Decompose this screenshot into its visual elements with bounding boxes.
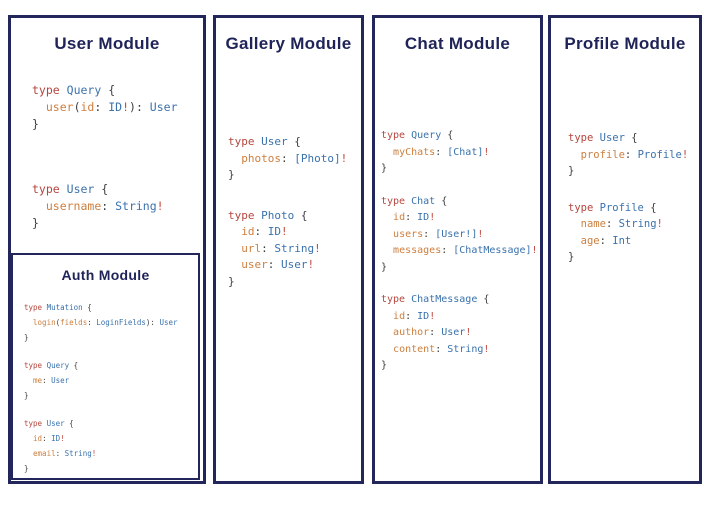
panel-chat-module: Chat Module type Query { myChats: [Chat]… <box>372 15 543 484</box>
code-block: type ChatMessage { id: ID! author: User!… <box>381 294 490 371</box>
panel-auth-module: Auth Module type Mutation { login(fields… <box>11 253 200 480</box>
user-module-schema-code: type Query { user(id: ID!): User } type U… <box>11 82 203 232</box>
gallery-module-schema-code: type User { photos: [Photo]! } type Photo… <box>216 134 361 290</box>
panel-profile-module: Profile Module type User { profile: Prof… <box>548 15 702 484</box>
code-block: type Mutation { login(fields: LoginField… <box>24 303 178 342</box>
panel-user-module: User Module type Query { user(id: ID!): … <box>8 15 206 484</box>
profile-module-schema-code: type User { profile: Profile! } type Prof… <box>551 130 699 266</box>
code-block: type Photo { id: ID! url: String! user: … <box>228 208 321 288</box>
code-block: type Query { user(id: ID!): User } <box>32 83 178 131</box>
auth-module-title: Auth Module <box>61 267 150 283</box>
panel-gallery-module: Gallery Module type User { photos: [Phot… <box>213 15 364 484</box>
code-block: type User { photos: [Photo]! } <box>228 135 348 181</box>
code-block: type Query { me: User } <box>24 361 79 400</box>
code-block: type Query { myChats: [Chat]! } <box>381 130 490 174</box>
chat-module-title: Chat Module <box>404 34 511 53</box>
auth-module-schema-code: type Mutation { login(fields: LoginField… <box>13 300 198 476</box>
code-block: type User { username: String! } <box>32 182 164 230</box>
user-module-title: User Module <box>54 34 160 53</box>
code-block: type Profile { name: String! age: Int } <box>568 201 663 264</box>
chat-module-schema-code: type Query { myChats: [Chat]! } type Chat… <box>375 128 540 375</box>
code-block: type Chat { id: ID! users: [User!]! mess… <box>381 195 538 273</box>
code-block: type User { profile: Profile! } <box>568 132 689 177</box>
gallery-module-title: Gallery Module <box>225 34 352 53</box>
code-block: type User { id: ID! email: String! } <box>24 419 97 473</box>
profile-module-title: Profile Module <box>564 34 686 53</box>
